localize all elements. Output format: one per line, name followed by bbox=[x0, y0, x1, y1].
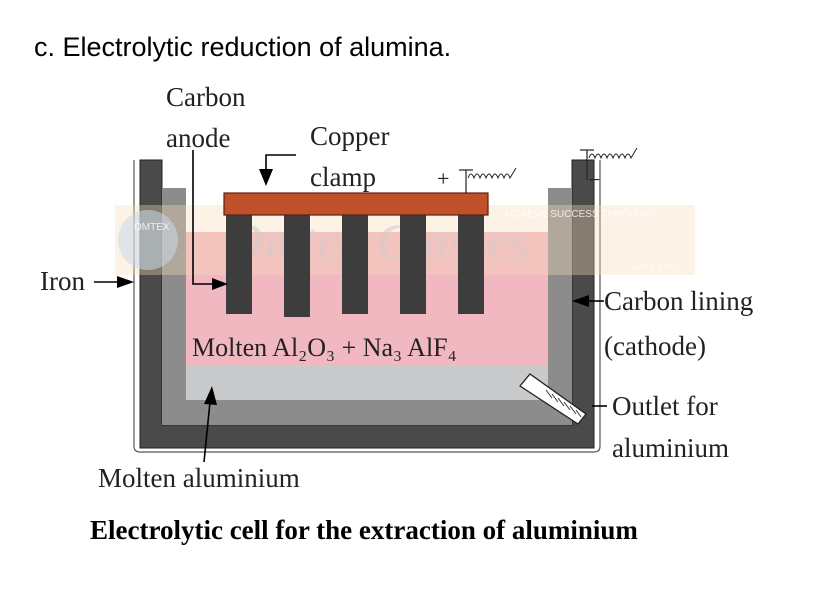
copper-clamp-arrowhead bbox=[259, 169, 273, 186]
watermark-main: Omtex Classes bbox=[228, 213, 529, 269]
label-electrolyte: Molten Al₂O₃ + Na₃ AlF₄ bbox=[192, 333, 457, 362]
carbon-anodes bbox=[226, 214, 484, 317]
anode-1 bbox=[226, 214, 252, 314]
carbon-anode-pointer bbox=[192, 150, 214, 285]
label-outlet-line2: aluminium bbox=[612, 433, 729, 463]
carbon-anode-arrowhead bbox=[212, 278, 228, 290]
page-heading: c. Electrolytic reduction of alumina. bbox=[34, 32, 452, 62]
molten-aluminium-arrowhead bbox=[204, 386, 217, 405]
label-carbon-lining-line2: (cathode) bbox=[604, 331, 706, 361]
watermark-badge-text: OMTEX bbox=[134, 222, 170, 233]
label-carbon-anode-line1: Carbon bbox=[166, 82, 246, 112]
cathode-coil-icon bbox=[588, 147, 638, 160]
label-molten-aluminium: Molten aluminium bbox=[98, 463, 300, 493]
iron-arrowhead bbox=[117, 276, 134, 288]
anode-3 bbox=[342, 214, 368, 314]
watermark-tagline: "ACHIEVE SUCCESS THROUGH" bbox=[500, 209, 656, 220]
anode-2 bbox=[284, 214, 310, 317]
cathode-terminal: − bbox=[580, 147, 638, 192]
iron-shell-outline bbox=[133, 160, 601, 453]
label-outlet-line1: Outlet for bbox=[612, 391, 718, 421]
label-copper-clamp-line1: Copper bbox=[310, 121, 389, 151]
outlet-pipe bbox=[519, 373, 587, 425]
anode-4 bbox=[400, 214, 426, 314]
label-carbon-anode-line2: anode bbox=[166, 123, 230, 153]
anode-coil-icon bbox=[467, 167, 517, 180]
molten-aluminium-layer bbox=[186, 366, 548, 400]
molten-aluminium-pointer bbox=[203, 401, 211, 463]
label-iron: Iron bbox=[40, 266, 85, 296]
outlet-hatch bbox=[545, 389, 582, 418]
copper-clamp-bar bbox=[223, 192, 489, 216]
watermark-badge bbox=[118, 210, 178, 270]
diagram-caption: Electrolytic cell for the extraction of … bbox=[90, 515, 638, 545]
copper-clamp-pointer bbox=[265, 154, 296, 170]
plus-sign: + bbox=[437, 166, 449, 191]
carbon-lining-arrowhead bbox=[572, 295, 589, 307]
anode-terminal: + bbox=[437, 166, 517, 193]
aluminium-outlet bbox=[519, 373, 587, 425]
label-copper-clamp-line2: clamp bbox=[310, 162, 376, 192]
label-carbon-lining-line1: Carbon lining bbox=[604, 286, 753, 316]
watermark-since: Since 2003 bbox=[630, 262, 680, 273]
carbon-lining bbox=[162, 188, 572, 425]
minus-sign: − bbox=[588, 167, 600, 192]
anode-5 bbox=[458, 214, 484, 314]
